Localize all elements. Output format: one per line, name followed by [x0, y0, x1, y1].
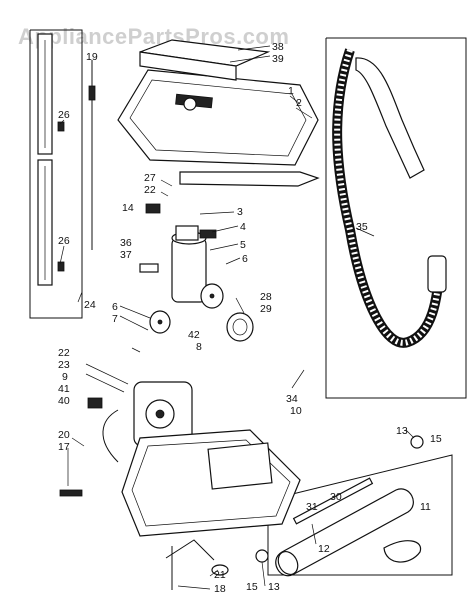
callout-27: 27	[144, 172, 156, 184]
plate-17	[59, 489, 83, 497]
callout-5: 5	[240, 239, 246, 251]
callout-12: 12	[318, 543, 330, 555]
callout-26-lower: 26	[58, 235, 70, 247]
callout-20: 20	[58, 429, 70, 441]
handle-bracket	[139, 39, 271, 81]
handle-tube-lower	[37, 159, 53, 286]
callout-23: 23	[58, 359, 70, 371]
wire-bundle	[102, 409, 119, 463]
belt-ring	[226, 312, 254, 342]
hose-group-outline	[325, 37, 467, 399]
connector-36	[139, 263, 159, 273]
callout-6-lower: 6	[112, 301, 118, 313]
belt-11	[383, 540, 422, 563]
callout-24: 24	[84, 299, 96, 311]
callout-36: 36	[120, 237, 132, 249]
callout-41: 41	[58, 383, 70, 395]
handle-group-outline	[29, 29, 83, 319]
callout-39: 39	[272, 53, 284, 65]
callout-34: 34	[286, 393, 298, 405]
callout-22-upper: 22	[144, 184, 156, 196]
callout-14: 14	[122, 202, 134, 214]
callout-35: 35	[356, 221, 368, 233]
callout-38: 38	[272, 41, 284, 53]
callout-28: 28	[260, 291, 272, 303]
base-housing	[121, 429, 301, 537]
end-cap-upper	[410, 435, 424, 449]
switch-assembly	[175, 225, 217, 241]
end-cap-lower	[255, 549, 269, 563]
callout-15-lower: 15	[246, 581, 258, 593]
motor-housing	[171, 231, 207, 303]
hood-cover	[117, 69, 319, 166]
clip-26-lower	[57, 261, 65, 272]
callout-1: 1	[288, 85, 294, 97]
hose-assembly	[332, 48, 447, 348]
brush-roll	[275, 488, 414, 577]
fan-disc-small	[149, 310, 171, 334]
callout-7: 7	[112, 313, 118, 325]
height-adjust-rod	[165, 539, 229, 590]
callout-15-upper: 15	[430, 433, 442, 445]
callout-29: 29	[260, 303, 272, 315]
callout-8: 8	[196, 341, 202, 353]
callout-22-lower: 22	[58, 347, 70, 359]
clip-26-upper	[57, 121, 65, 132]
callout-3: 3	[237, 206, 243, 218]
callout-26-upper: 26	[58, 109, 70, 121]
callout-37: 37	[120, 249, 132, 261]
leader-lines	[59, 45, 415, 590]
callout-2: 2	[296, 97, 302, 109]
callout-13-upper: 13	[396, 425, 408, 437]
fan-disc	[200, 283, 224, 309]
callout-42: 42	[188, 329, 200, 341]
callout-4: 4	[240, 221, 246, 233]
callout-17: 17	[58, 441, 70, 453]
callout-9: 9	[62, 371, 68, 383]
switch-41	[87, 397, 103, 409]
callout-13-lower: 13	[268, 581, 280, 593]
callout-6-upper: 6	[242, 253, 248, 265]
callout-18: 18	[214, 583, 226, 595]
motor-block	[133, 381, 193, 447]
brush-strip-31	[292, 477, 374, 525]
bumper-strip	[179, 171, 320, 187]
brush-group-outline	[267, 454, 453, 576]
callout-21: 21	[214, 569, 226, 581]
power-cord-rod	[88, 60, 96, 250]
handle-tube-upper	[37, 33, 53, 155]
callout-31: 31	[306, 501, 318, 513]
callout-10: 10	[290, 405, 302, 417]
callout-40: 40	[58, 395, 70, 407]
callout-11: 11	[420, 501, 431, 513]
callout-19: 19	[86, 51, 98, 63]
callout-30: 30	[330, 491, 342, 503]
watermark-text: AppliancePartsPros.com	[18, 24, 289, 49]
callout-labels: 38 39 1 2 19 26 26 24 27 22 3 14 4 36 37…	[58, 41, 442, 595]
switch-14	[145, 203, 161, 214]
